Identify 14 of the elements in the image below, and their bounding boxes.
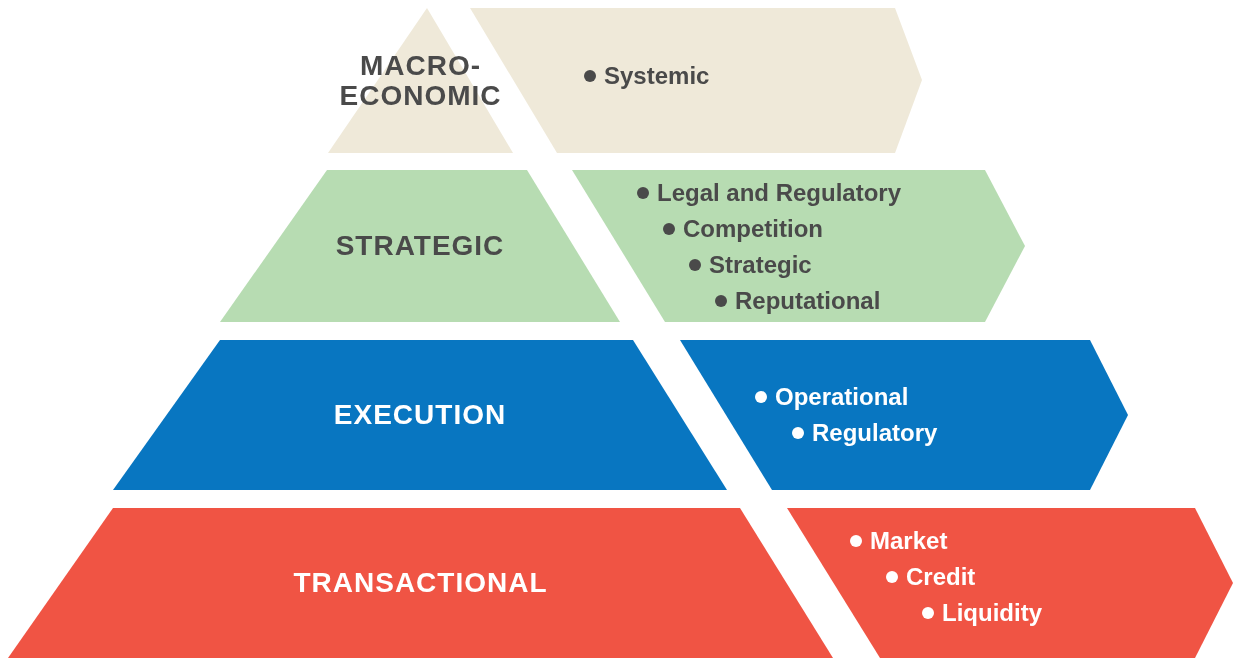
list-item: Operational [775,382,909,412]
list-item: Legal and Regulatory [657,178,902,208]
tier-label: MACRO- ECONOMIC [338,50,503,111]
list-item: Strategic [709,250,812,280]
tier-label: TRANSACTIONAL [293,568,548,598]
list-item: Liquidity [942,598,1042,628]
list-item: Regulatory [812,418,938,448]
tier-label: EXECUTION [333,400,507,430]
list-item: Reputational [735,286,881,316]
list-item: Competition [683,214,823,244]
list-item: Market [870,526,948,556]
list-item: Credit [906,562,976,592]
list-item: Systemic [604,61,710,91]
tier-label: STRATEGIC [335,231,505,261]
